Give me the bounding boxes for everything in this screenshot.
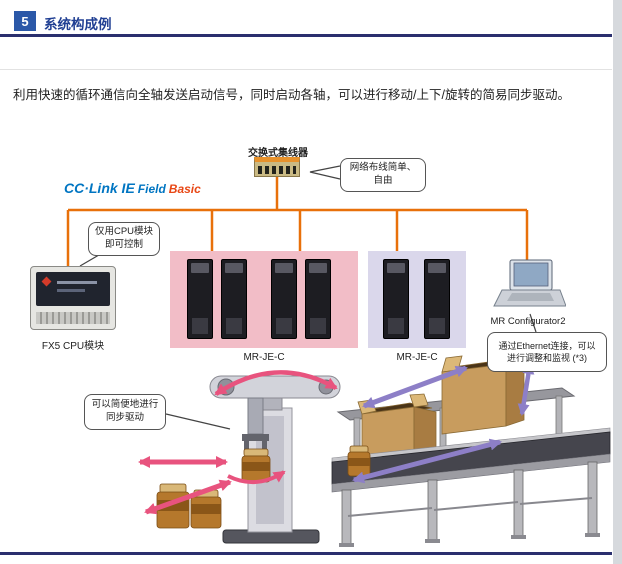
fx5-cpu-module-image <box>30 266 116 330</box>
logo-basic: Basic <box>168 182 201 196</box>
jar-on-belt <box>347 445 371 477</box>
application-illustration <box>138 355 611 547</box>
callout-cpu-only: 仅用CPU模块即可控制 <box>88 222 160 256</box>
laptop-icon <box>493 259 567 307</box>
callout-ethernet: 通过Ethernet连接，可以进行调整和监视 (*3) <box>487 332 607 372</box>
hub-label: 交换式集线器 <box>248 148 308 159</box>
servo-group-2-label: MR-JE-C <box>396 352 438 363</box>
intro-paragraph: 利用快速的循环通信向全轴发送启动信号，同时启动各轴，可以进行移动/上下/旋转的简… <box>13 88 570 102</box>
fx5-panel-detail <box>57 289 85 292</box>
servo-amplifier-image <box>221 259 247 339</box>
jar-held <box>241 448 271 483</box>
callout-sync-drive: 可以简便地进行同步驱动 <box>84 394 166 430</box>
fx5-terminal-strip <box>36 312 110 324</box>
switching-hub-image <box>254 157 300 177</box>
servo-amplifier-image <box>424 259 450 339</box>
motion-arrows-pink <box>138 370 338 515</box>
servo-amplifier-image <box>383 259 409 339</box>
logo-field: Field <box>137 182 166 196</box>
servo-amplifier-image <box>305 259 331 339</box>
section-number-badge: 5 <box>14 11 36 31</box>
hub-ports <box>258 166 296 174</box>
page-edge <box>613 0 622 564</box>
section-title: 系统构成例 <box>44 17 112 32</box>
content-divider <box>0 69 612 70</box>
servo-amplifier-image <box>271 259 297 339</box>
servo-group-2 <box>368 251 466 348</box>
laptop-image <box>490 258 567 314</box>
motion-arrows-purple <box>352 362 535 484</box>
servo-group-1 <box>170 251 358 348</box>
header-divider <box>0 34 612 37</box>
robot-arm <box>209 375 341 544</box>
logo-cclink-ie: CC·Link IE <box>64 180 135 196</box>
footer-divider <box>0 552 612 555</box>
servo-amplifier-image <box>187 259 213 339</box>
callout-network-wiring: 网络布线简单、自由 <box>340 158 426 192</box>
laptop-label: MR Configurator2 <box>490 316 566 327</box>
servo-group-1-label: MR-JE-C <box>243 352 285 363</box>
cclink-ie-field-basic-logo: CC·Link IE Field Basic <box>64 180 201 196</box>
fx5-label: FX5 CPU模块 <box>41 341 105 352</box>
fx5-panel-detail <box>57 281 97 284</box>
